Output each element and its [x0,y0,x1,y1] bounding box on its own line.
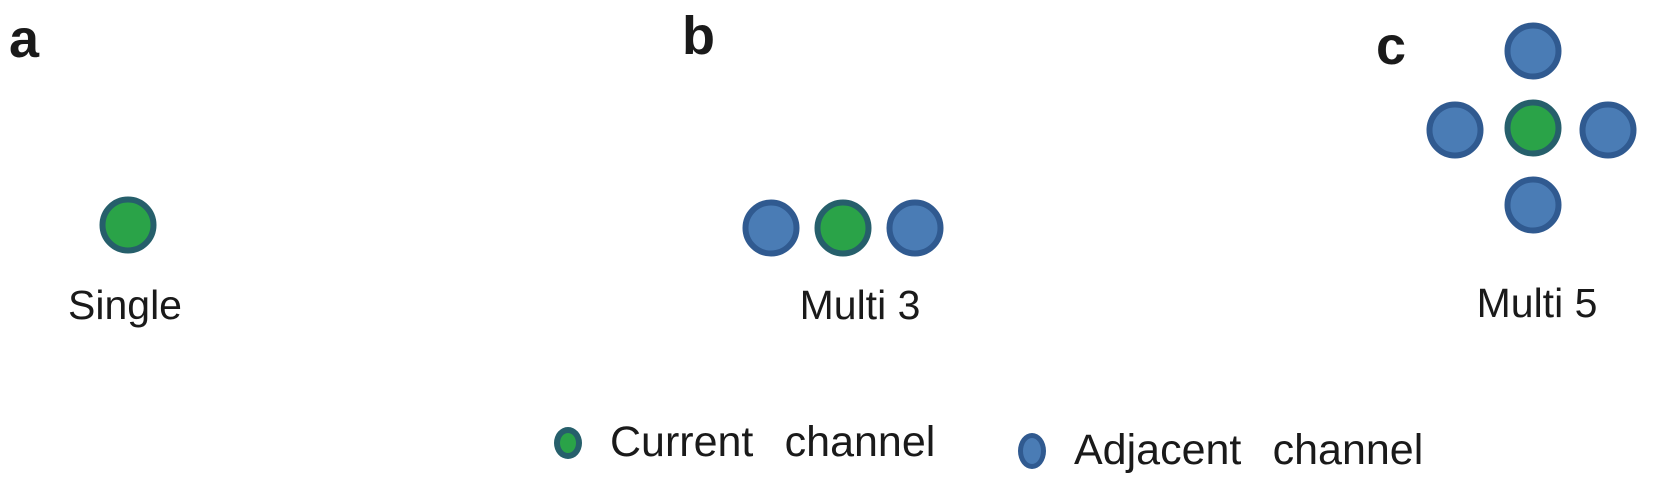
panel-letter-c: c [1376,16,1407,76]
panel-label-multi-3: Multi 3 [799,282,921,328]
panel-label-multi-5: Multi 5 [1476,280,1598,326]
adjacent-channel-dot [1426,101,1484,159]
adjacent-channel-dot [1579,101,1637,159]
panel-letter-b: b [682,6,715,66]
legend-label-current-channel: Current channel [610,418,936,466]
panel-letter-a: a [9,9,40,69]
legend-item-current-channel: Current channel [554,421,935,464]
current-channel-dot-icon [554,426,582,459]
adjacent-channel-dot-icon [1018,432,1046,469]
adjacent-channel-dot [742,199,800,257]
legend-item-adjacent-channel: Adjacent channel [1018,429,1423,472]
current-channel-dot [1504,99,1562,157]
adjacent-channel-dot [886,199,944,257]
panel-label-single: Single [68,282,182,328]
legend-label-adjacent-channel: Adjacent channel [1074,426,1424,474]
adjacent-channel-dot [1504,22,1562,80]
adjacent-channel-dot [1504,176,1562,234]
current-channel-dot [99,196,157,254]
current-channel-dot [814,199,872,257]
